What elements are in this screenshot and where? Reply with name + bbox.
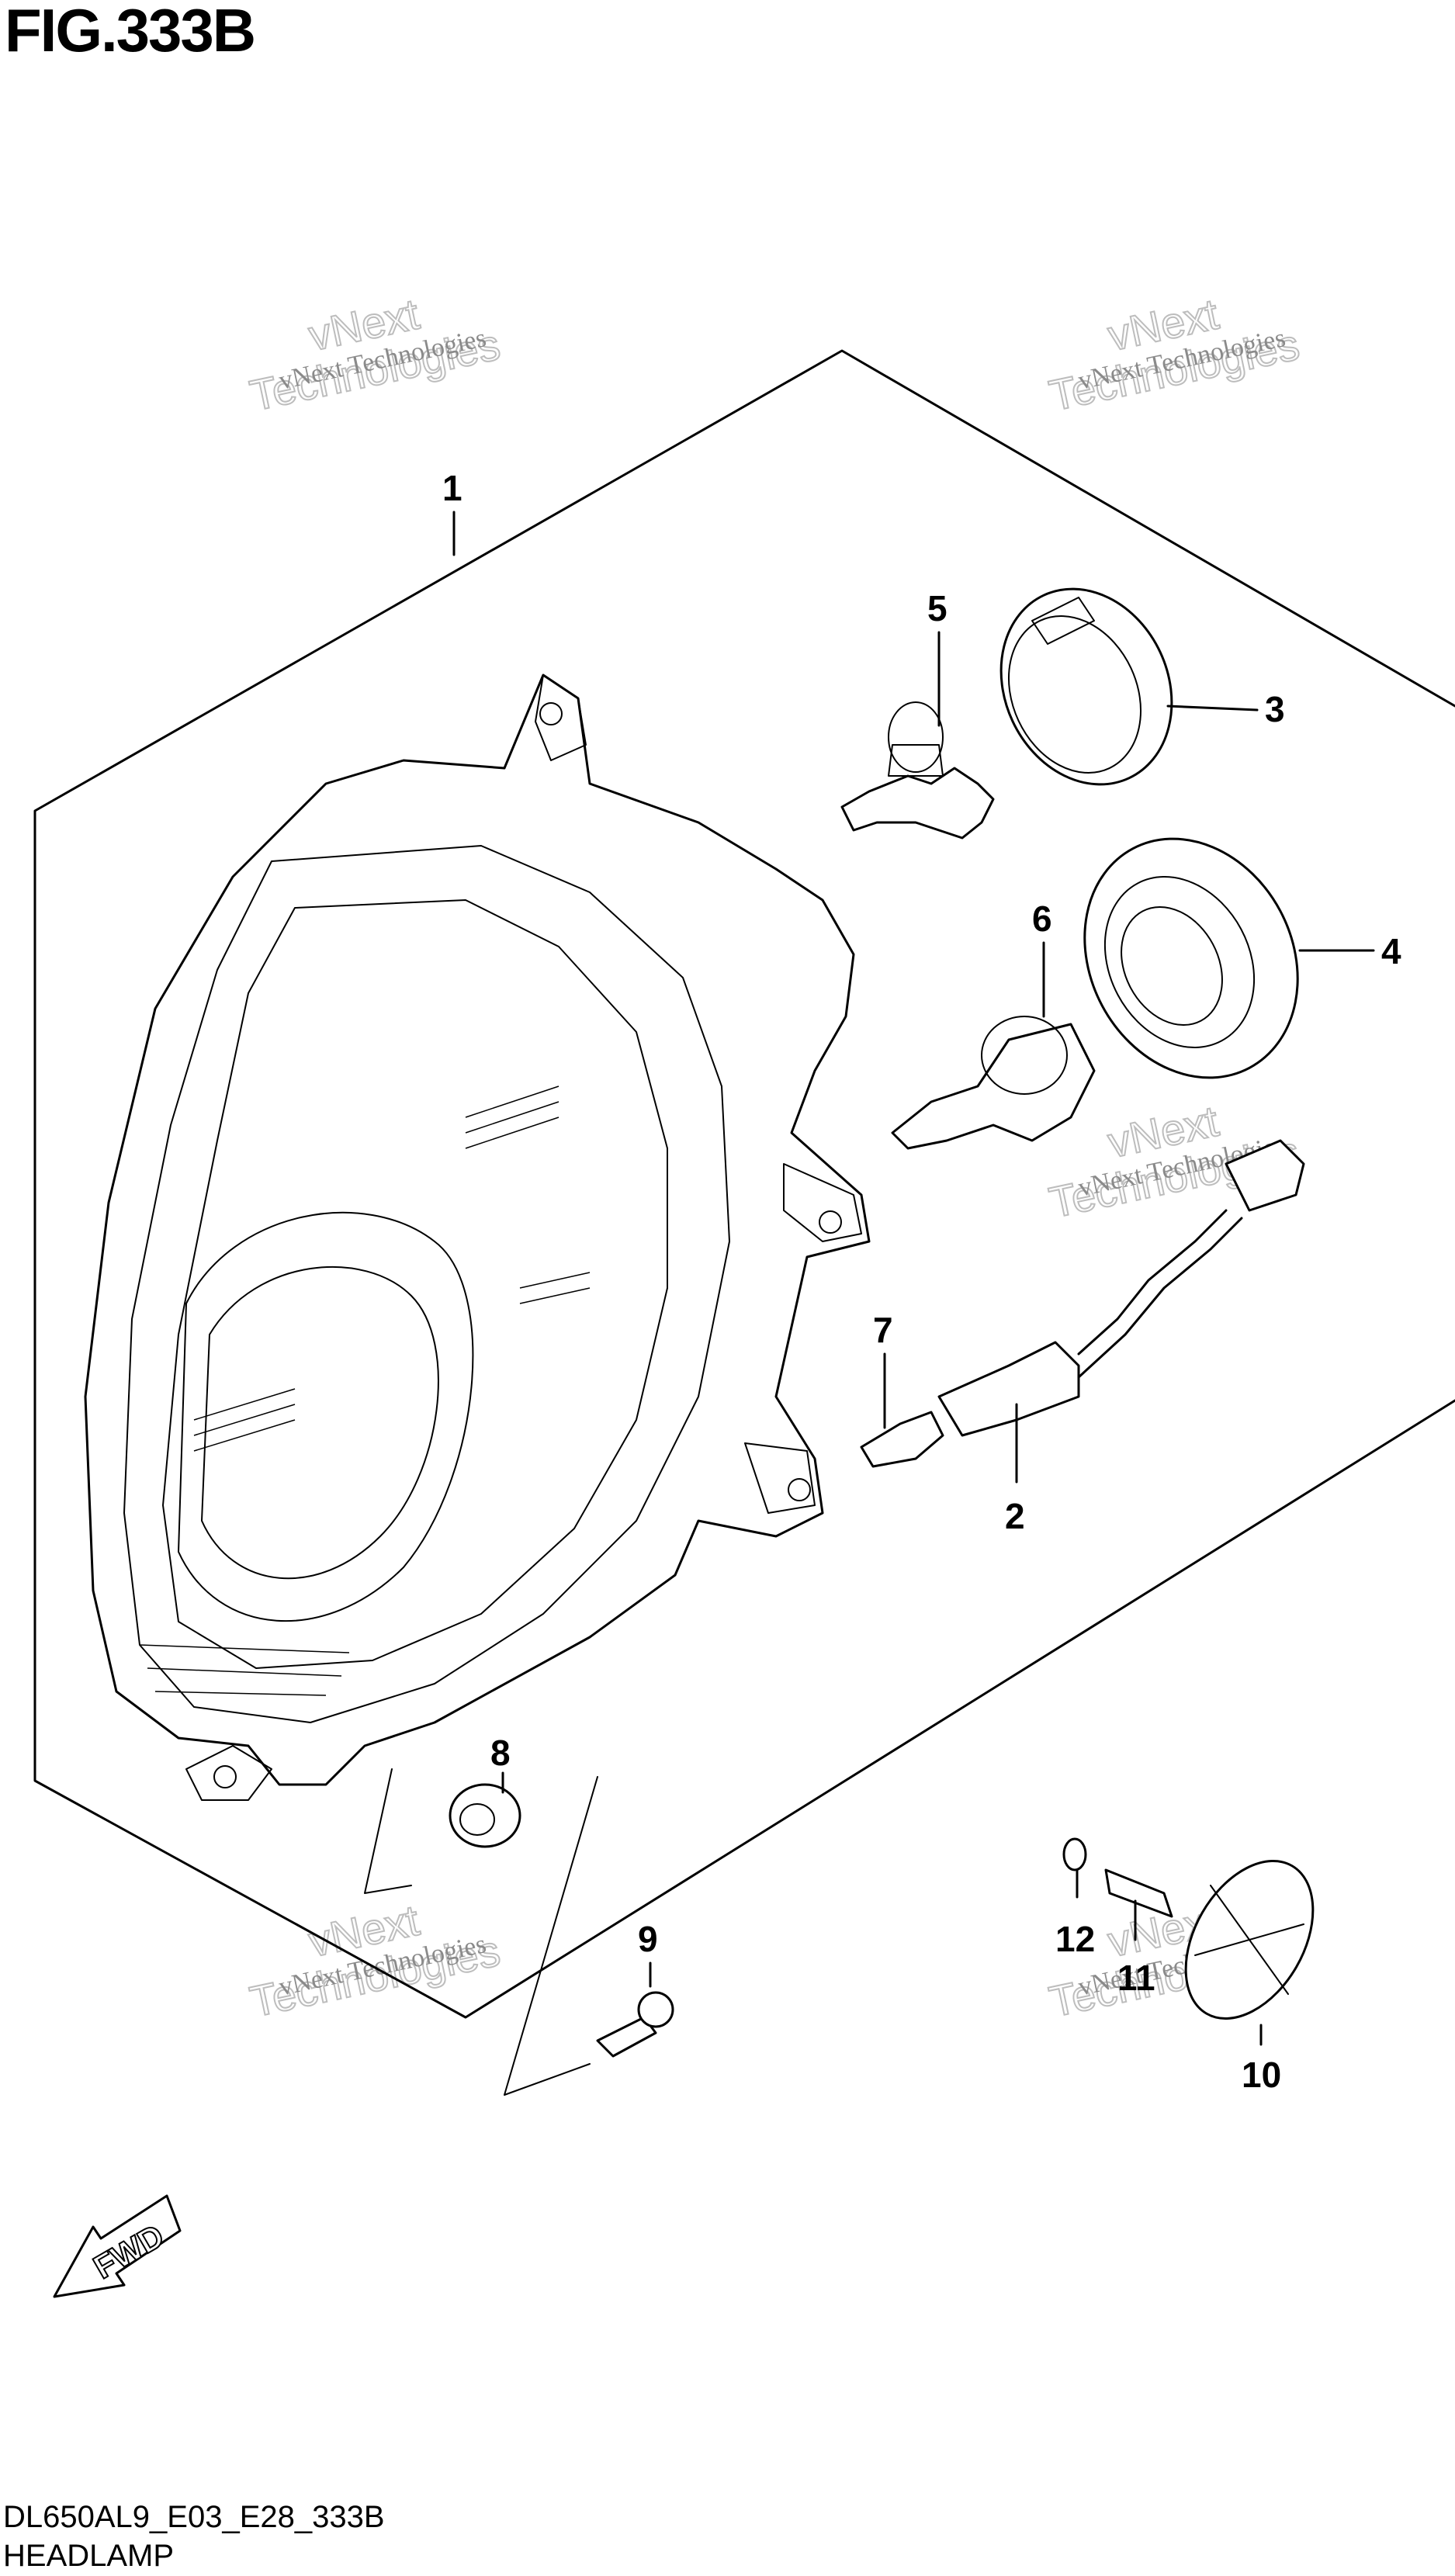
callout-12: 12: [1055, 1919, 1095, 1959]
watermark: Technologies vNext vNext Technologies: [245, 1895, 505, 2027]
screw-leader-frame: [504, 1776, 598, 2096]
screw-part: [596, 1991, 674, 2058]
position-lamp-socket-part: [937, 1139, 1305, 1437]
callout-1: 1: [442, 468, 462, 508]
washer-part: [1062, 1837, 1087, 1871]
assembly-frame: [33, 349, 1455, 2019]
headlamp-housing-part: [84, 673, 871, 1801]
spacer-part: [1104, 1868, 1173, 1918]
callout-4: 4: [1381, 931, 1401, 971]
callout-5: 5: [927, 588, 947, 628]
callout-7: 7: [873, 1310, 893, 1350]
grommet-leader-frame: [364, 1768, 412, 1894]
figure-caption: HEADLAMP: [3, 2539, 175, 2573]
grommet-part: [449, 1783, 521, 1848]
headlamp-bulb-h7-part: [840, 701, 995, 840]
callout-2: 2: [1005, 1496, 1025, 1536]
leader-lines: [452, 511, 1375, 2046]
position-bulb-part: [860, 1411, 944, 1468]
watermark: Technologies vNext vNext Technologies: [1044, 289, 1304, 421]
reflector-part: [1184, 1860, 1315, 2020]
callout-3: 3: [1265, 689, 1285, 729]
model-code: DL650AL9_E03_E28_333B: [3, 2500, 385, 2534]
fwd-arrow-icon: FWD: [53, 2194, 182, 2298]
figure-title: FIG.333B: [5, 0, 256, 64]
svg-text:FWD: FWD: [88, 2217, 170, 2286]
callout-8: 8: [490, 1733, 511, 1773]
dust-cover-part: [1083, 837, 1299, 1079]
bulb-socket-ring-part: [999, 587, 1173, 786]
callout-10: 10: [1242, 2055, 1281, 2095]
watermark: Technologies vNext vNext Technologies: [245, 289, 505, 421]
headlamp-bulb-h9-part: [891, 1016, 1096, 1150]
callout-11: 11: [1117, 1958, 1155, 1998]
callout-6: 6: [1032, 898, 1052, 939]
callout-9: 9: [638, 1919, 658, 1959]
callout-numbers: 1 5 3 4 6 7 2 8 9 12 11 10: [442, 468, 1401, 2095]
